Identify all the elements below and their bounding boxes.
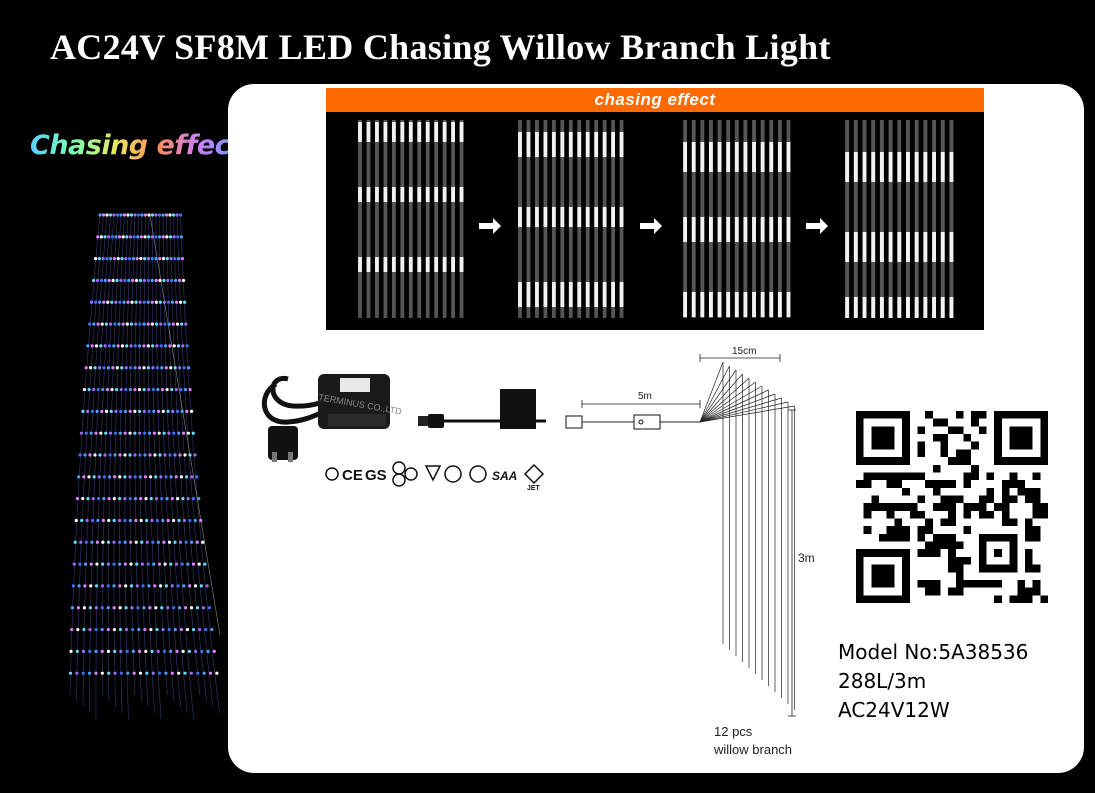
height-label: 3m	[798, 551, 815, 565]
info-panel: chasing effect TERMINUS CO.,LTD CE GS	[228, 84, 1084, 773]
page-title: AC24V SF8M LED Chasing Willow Branch Lig…	[50, 27, 831, 67]
willow-branches	[699, 361, 795, 710]
power-spec: AC24V12W	[838, 698, 950, 722]
branches-count-label: 12 pcs	[714, 724, 753, 739]
jet-mark: JET	[527, 485, 541, 492]
arrow-icon	[806, 218, 828, 234]
willow-branch-photo	[68, 213, 221, 720]
connector-icon	[565, 400, 701, 430]
chasing-effect-banner: chasing effect	[326, 88, 984, 112]
branches-type-label: willow branch	[713, 742, 792, 757]
qr-code	[856, 411, 1048, 603]
arrow-icon	[479, 218, 501, 234]
model-info: Model No:5A38536 288L/3m AC24V12W	[838, 638, 1028, 725]
chasing-effect-label: Chasing effect	[30, 130, 243, 161]
width-label: 15cm	[732, 346, 756, 357]
light-count: 288L/3m	[838, 669, 927, 693]
chasing-effect-diagram: chasing effect	[326, 88, 984, 330]
model-number: Model No:5A38536	[838, 640, 1029, 664]
saa-mark: SAA	[492, 469, 517, 483]
ce-mark: CE	[342, 467, 363, 484]
product-diagram: TERMINUS CO.,LTD CE GS SAA JET	[261, 346, 815, 757]
arrow-icon	[640, 218, 662, 234]
controller-box-icon	[418, 389, 546, 429]
gs-mark: GS	[365, 467, 387, 484]
cable-length-label: 5m	[638, 391, 652, 402]
transformer-icon: TERMINUS CO.,LTD	[261, 374, 403, 462]
chasing-effect-frames	[358, 120, 954, 318]
certification-marks: CE GS SAA JET	[325, 461, 545, 492]
